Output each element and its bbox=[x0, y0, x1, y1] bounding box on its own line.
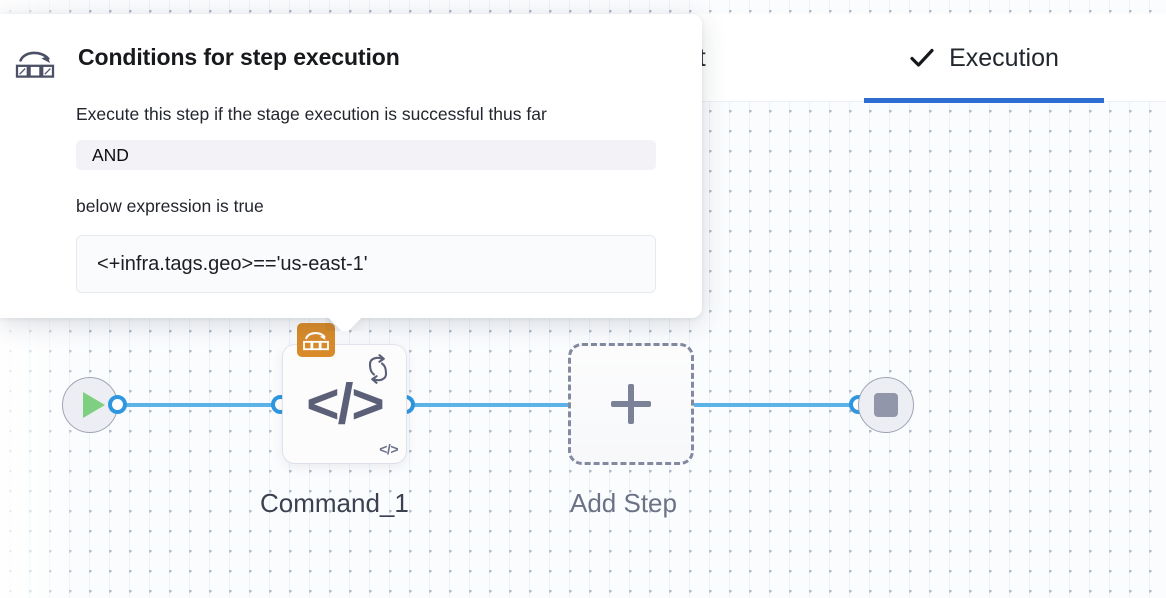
code-icon-small: </> bbox=[379, 441, 398, 457]
expression-value: <+infra.tags.geo>=='us-east-1' bbox=[97, 252, 368, 275]
code-icon: </> bbox=[306, 372, 384, 436]
plus-icon bbox=[611, 384, 651, 424]
tab-execution[interactable]: Execution bbox=[864, 14, 1104, 103]
port-start-output[interactable] bbox=[108, 395, 127, 414]
play-icon bbox=[82, 392, 105, 418]
command-rollback-icon bbox=[14, 46, 56, 82]
tab-active-underline bbox=[864, 98, 1104, 103]
expression-label: below expression is true bbox=[76, 196, 264, 216]
add-step-label: Add Step bbox=[570, 488, 677, 518]
looping-strategy-icon bbox=[362, 353, 394, 385]
popover-arrow bbox=[325, 317, 365, 331]
condition-operator-select[interactable]: AND bbox=[76, 140, 656, 170]
popover-description: Execute this step if the stage execution… bbox=[76, 104, 547, 124]
stop-icon bbox=[874, 393, 898, 417]
edge-start-to-command bbox=[112, 403, 292, 407]
conditional-execution-popover: Conditions for step execution Execute th… bbox=[0, 14, 702, 318]
tab-execution-label: Execution bbox=[949, 43, 1059, 72]
pipeline-end-node[interactable] bbox=[858, 377, 914, 433]
popover-body: Execute this step if the stage execution… bbox=[0, 102, 702, 293]
add-step-node[interactable] bbox=[568, 343, 694, 465]
step-node-command-label: Command_1 bbox=[260, 488, 409, 518]
check-icon bbox=[909, 45, 935, 71]
expression-input[interactable]: <+infra.tags.geo>=='us-east-1' bbox=[76, 235, 656, 293]
step-node-command[interactable]: </> </> bbox=[283, 323, 406, 463]
popover-header: Conditions for step execution bbox=[0, 40, 702, 82]
popover-title: Conditions for step execution bbox=[78, 44, 400, 70]
condition-operator-value: AND bbox=[92, 144, 129, 165]
